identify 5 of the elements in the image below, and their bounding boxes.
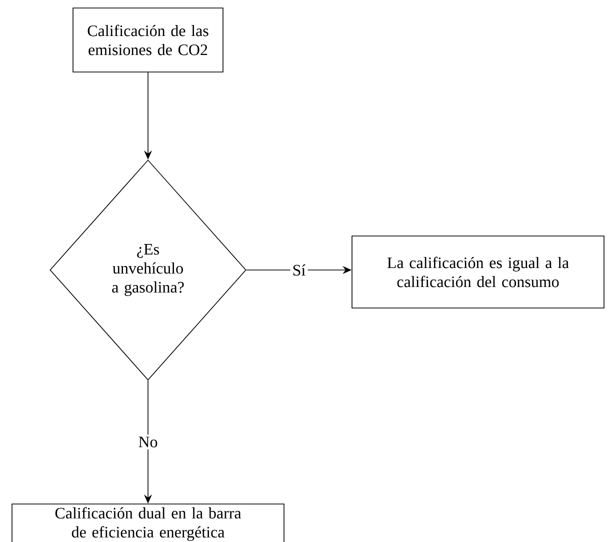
process-box: Calificación de las emisiones de CO2 — [72, 8, 224, 72]
edge-label: No — [138, 436, 158, 448]
process-box: Calificación dual en la barra de eficiencia energética — [12, 504, 284, 542]
process-box: La calificación es igual a la calificación del consumo — [352, 236, 604, 308]
edge-label: Sí — [293, 264, 306, 276]
